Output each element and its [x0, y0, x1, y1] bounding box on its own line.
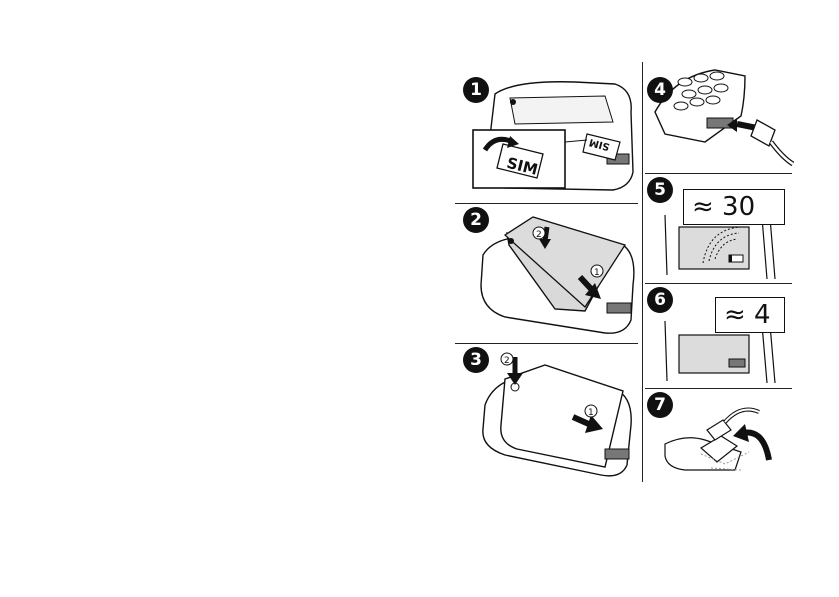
step-6-badge: 6 — [647, 287, 673, 313]
divider-step1-2 — [455, 203, 638, 204]
order-marker-first: 1 — [594, 268, 600, 278]
divider-step6-7 — [645, 388, 792, 389]
step-7-panel: 7 — [645, 390, 795, 485]
step-1-panel: 1 SIM SIM — [455, 62, 640, 202]
order-marker-first: 1 — [588, 408, 594, 418]
step-3-panel: 3 2 1 — [455, 345, 640, 485]
divider-step4-5 — [645, 173, 792, 174]
order-marker-second: 2 — [504, 356, 510, 366]
step-2-badge: 2 — [463, 207, 489, 233]
step-4-badge: 4 — [647, 77, 673, 103]
divider-step2-3 — [455, 343, 638, 344]
charge-time-callout: ≈ 30 — [683, 189, 785, 225]
divider-step5-6 — [645, 283, 792, 284]
step-5-panel: 5 ≈ 30 — [645, 175, 795, 282]
step-6-panel: 6 ≈ 4 — [645, 285, 795, 387]
order-marker-second: 2 — [536, 230, 542, 240]
step-2-panel: 2 2 1 — [455, 205, 640, 342]
step-1-badge: 1 — [463, 77, 489, 103]
column-divider — [642, 62, 643, 482]
step-5-badge: 5 — [647, 177, 673, 203]
step-7-badge: 7 — [647, 392, 673, 418]
step-4-panel: 4 — [645, 62, 795, 172]
full-charge-callout: ≈ 4 — [715, 297, 785, 333]
step-3-badge: 3 — [463, 347, 489, 373]
